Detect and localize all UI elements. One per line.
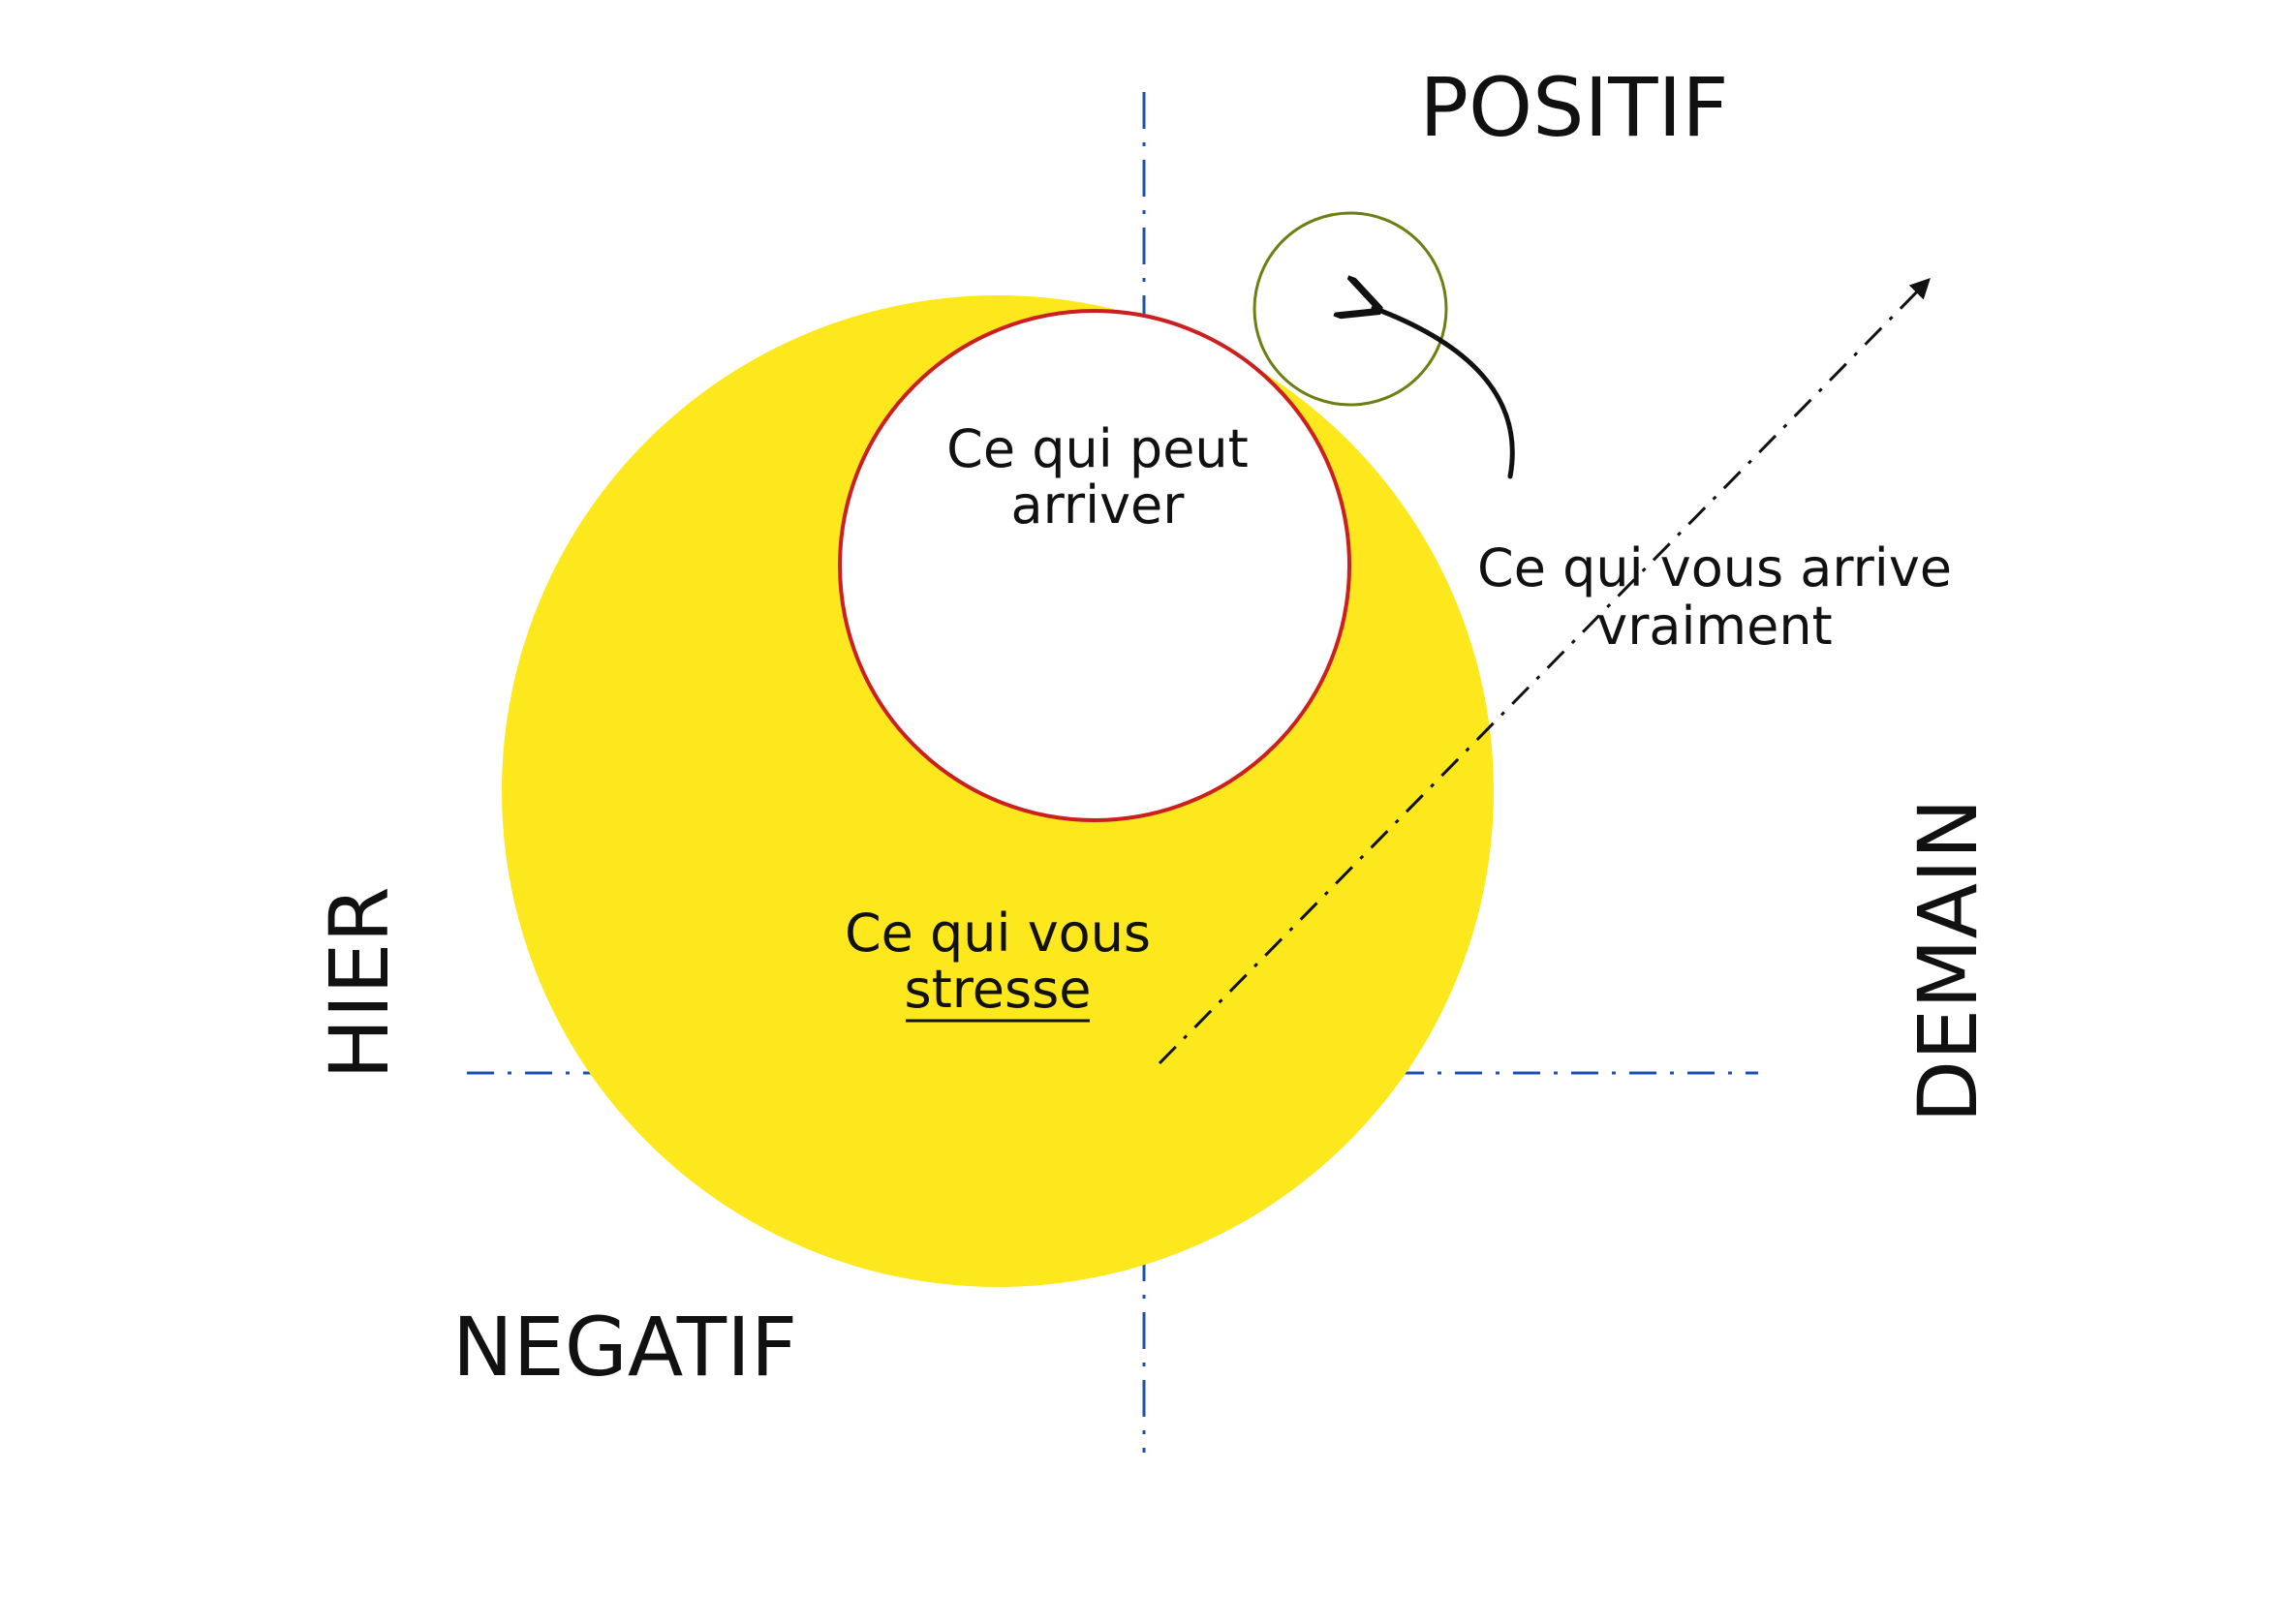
label-hier: HIER <box>312 886 407 1079</box>
trajectory-arrow <box>1158 278 1931 1065</box>
curved-arrow <box>1374 308 1515 479</box>
stress-label-line2: stresse <box>904 959 1091 1020</box>
possible-label-line1: Ce qui peut <box>946 418 1249 479</box>
stress-label-line1: Ce qui vous <box>845 903 1151 964</box>
label-demain: DEMAIN <box>1901 798 1995 1122</box>
possible-circle <box>838 309 1351 822</box>
reality-label-line1: Ce qui vous arrive <box>1477 537 1952 598</box>
reality-circle <box>1252 211 1448 407</box>
possible-label-line2: arriver <box>1011 475 1186 536</box>
label-positif: POSITIF <box>1419 60 1728 155</box>
label-negatif: NEGATIF <box>452 1300 797 1394</box>
reality-label-line2: vraiment <box>1596 596 1832 657</box>
